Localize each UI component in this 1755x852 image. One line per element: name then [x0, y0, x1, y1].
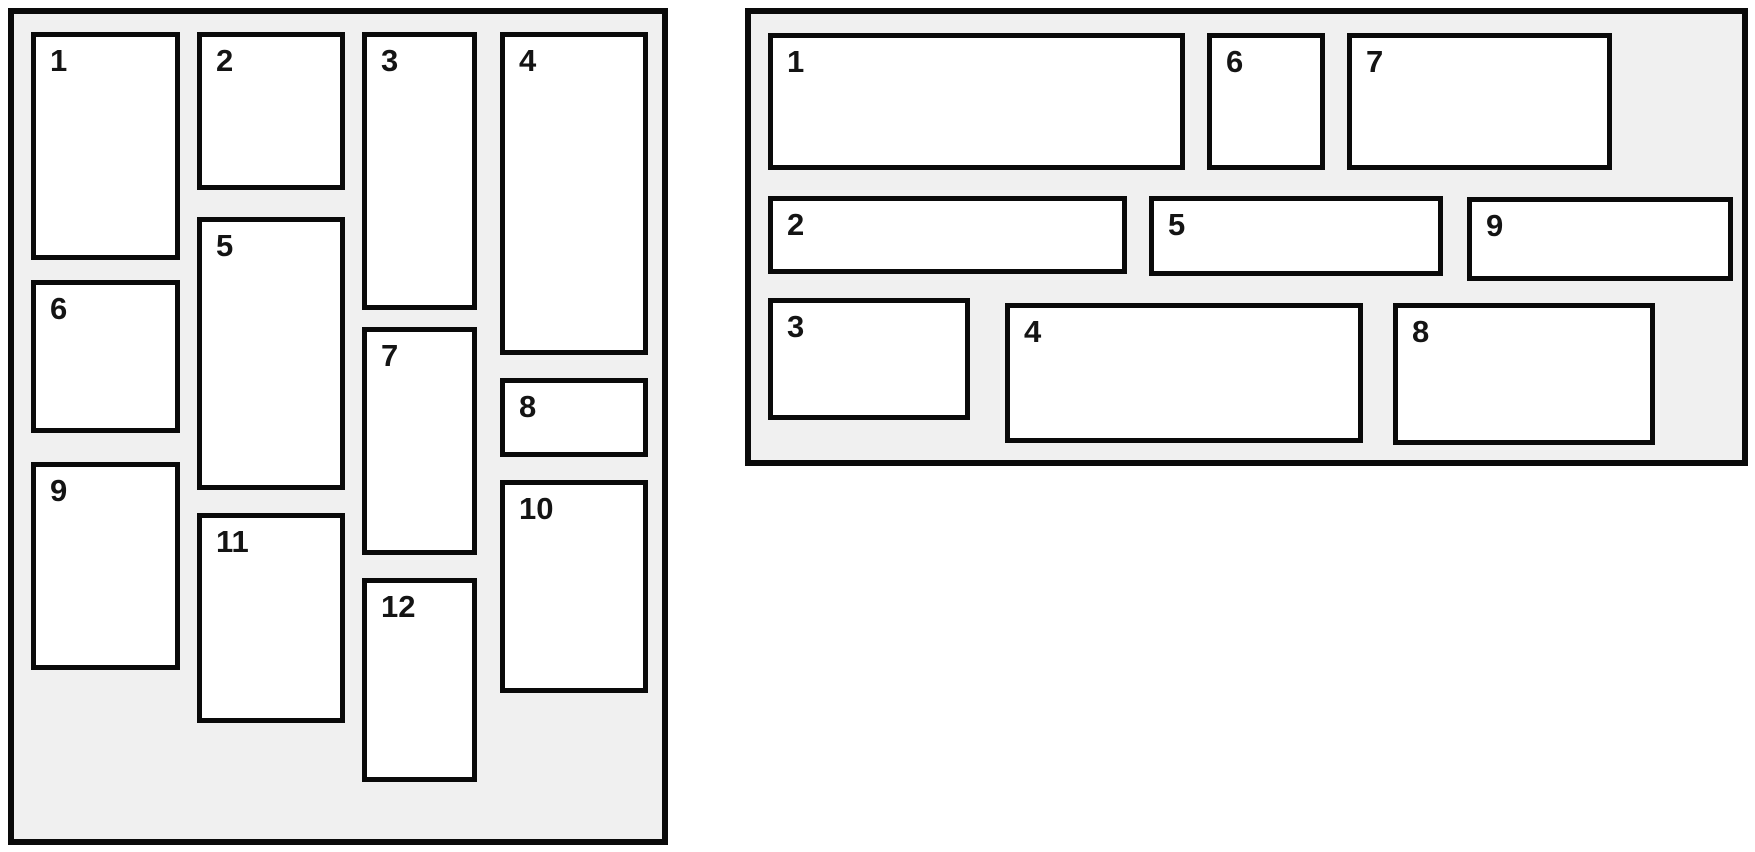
- left-item-6: 6: [31, 280, 180, 433]
- left-item-5: 5: [197, 217, 345, 490]
- left-item-1: 1: [31, 32, 180, 260]
- right-item-6: 6: [1207, 33, 1325, 170]
- left-item-10: 10: [500, 480, 648, 693]
- right-item-9: 9: [1467, 197, 1733, 281]
- left-item-12: 12: [362, 578, 477, 782]
- left-item-2: 2: [197, 32, 345, 190]
- left-item-3: 3: [362, 32, 477, 310]
- left-item-9: 9: [31, 462, 180, 670]
- vertical-masonry-panel: 1 2 3 4 5 6 7 8 9 10 11 12: [8, 8, 668, 845]
- right-item-2: 2: [768, 196, 1127, 274]
- left-item-8: 8: [500, 378, 648, 457]
- right-item-3: 3: [768, 298, 970, 420]
- right-item-5: 5: [1149, 196, 1443, 276]
- left-item-7: 7: [362, 327, 477, 555]
- left-item-4: 4: [500, 32, 648, 355]
- left-item-11: 11: [197, 513, 345, 723]
- right-item-1: 1: [768, 33, 1185, 170]
- right-item-7: 7: [1347, 33, 1612, 170]
- right-item-4: 4: [1005, 303, 1363, 443]
- horizontal-masonry-panel: 1 2 3 4 5 6 7 8 9: [745, 8, 1748, 466]
- right-item-8: 8: [1393, 303, 1655, 445]
